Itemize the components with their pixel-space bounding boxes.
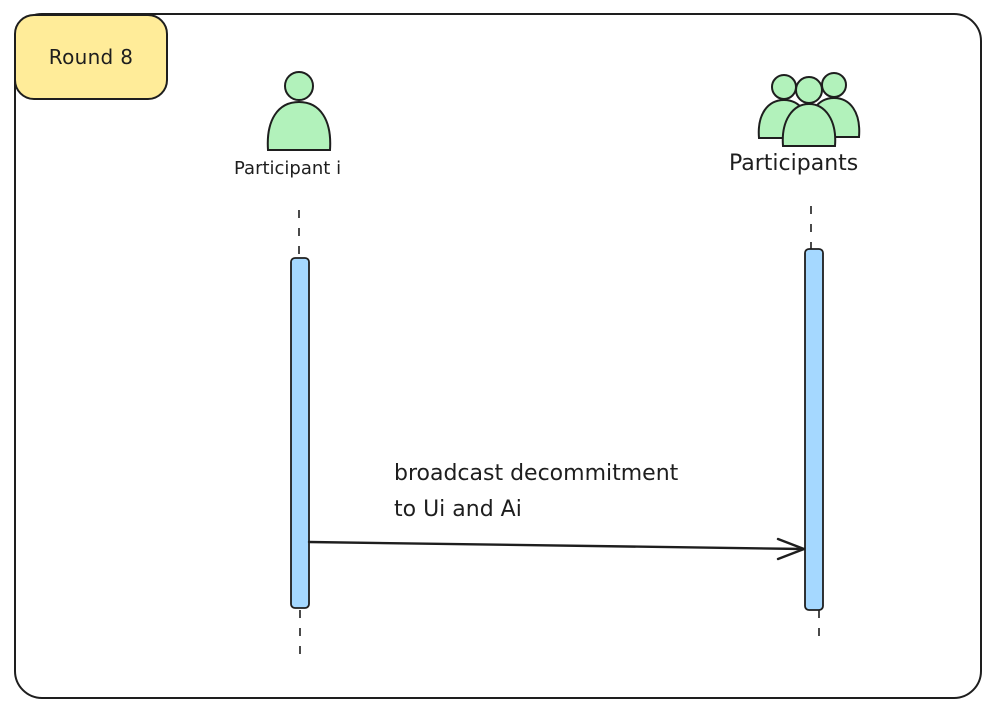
actor-label-participant-i: Participant i bbox=[234, 158, 342, 179]
message-arrow bbox=[307, 537, 806, 561]
message-label-line-2: to Ui and Ai bbox=[394, 497, 522, 522]
person-icon bbox=[266, 71, 332, 151]
round-badge bbox=[14, 14, 168, 100]
diagram-frame bbox=[14, 13, 982, 699]
activation-bar-left bbox=[290, 257, 310, 609]
message-label-line-1: broadcast decommitment bbox=[394, 461, 679, 486]
group-icon bbox=[757, 72, 861, 147]
actor-label-participants: Participants bbox=[729, 151, 859, 176]
lifeline-left bbox=[298, 210, 301, 660]
message-label: broadcast decommitment to Ui and Ai bbox=[394, 456, 678, 528]
activation-bar-right bbox=[804, 248, 824, 611]
lifeline-right bbox=[810, 206, 820, 643]
round-label: Round 8 bbox=[48, 45, 134, 69]
